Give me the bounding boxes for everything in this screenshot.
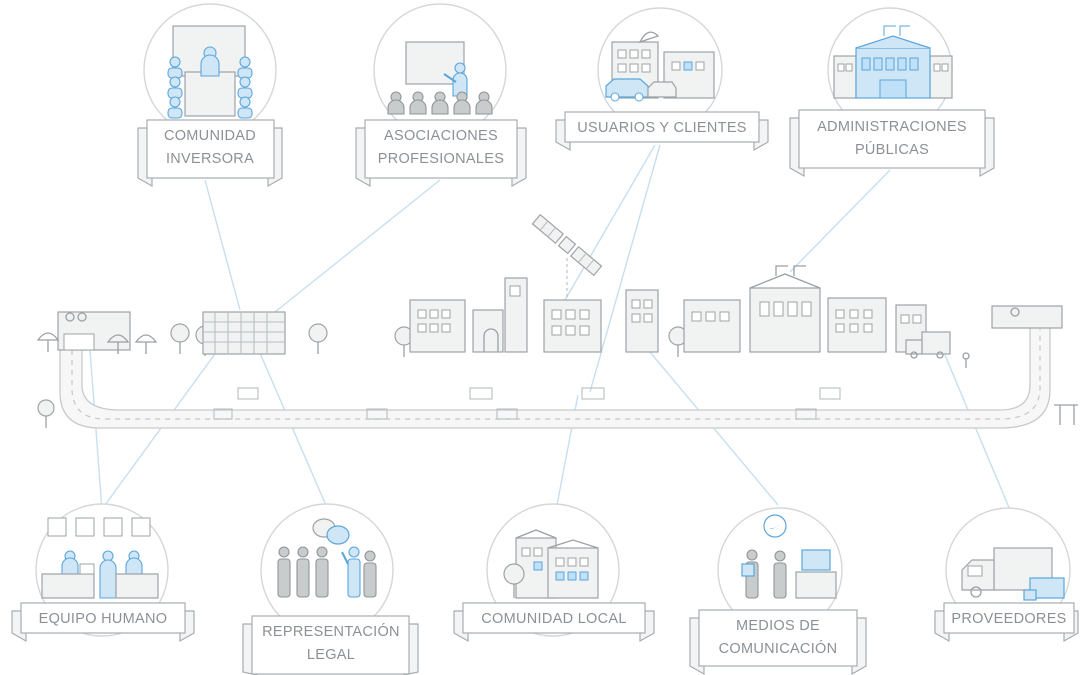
- stakeholder-usuarios-y-clientes: USUARIOS Y CLIENTES: [555, 7, 769, 152]
- stakeholder-comunidad-inversora: COMUNIDAD INVERSORA: [137, 3, 283, 188]
- label-line-1: MEDIOS DE: [736, 618, 820, 634]
- stakeholder-administraciones-publicas: ADMINISTRACIONES PÚBLICAS: [789, 7, 995, 178]
- label-line-1: ASOCIACIONES: [384, 128, 498, 144]
- investor-meeting-icon: [167, 25, 253, 119]
- satellite-icon: [531, 213, 603, 277]
- group-speech-icon: [277, 518, 377, 598]
- label-asociaciones-profesionales: ASOCIACIONES PROFESIONALES: [355, 119, 527, 188]
- label-representacion-legal: REPRESENTACIÓN LEGAL: [242, 615, 419, 675]
- office-workers-icon: [41, 517, 159, 599]
- label-medios-de-comunicacion: MEDIOS DE COMUNICACIÓN: [689, 609, 867, 675]
- label-usuarios-y-clientes: USUARIOS Y CLIENTES: [555, 111, 769, 152]
- label-comunidad-local: COMUNIDAD LOCAL: [453, 602, 655, 643]
- delivery-truck-icon: [961, 547, 1065, 601]
- label-line-2: COMUNICACIÓN: [719, 640, 838, 657]
- label-line-1: EQUIPO HUMANO: [39, 611, 168, 627]
- label-administraciones-publicas: ADMINISTRACIONES PÚBLICAS: [789, 109, 995, 178]
- label-equipo-humano: EQUIPO HUMANO: [11, 602, 195, 643]
- presentation-audience-icon: [387, 41, 493, 115]
- label-line-1: REPRESENTACIÓN: [262, 623, 400, 640]
- label-line-2: LEGAL: [307, 647, 355, 663]
- label-line-1: USUARIOS Y CLIENTES: [577, 120, 747, 136]
- media-press-icon: [741, 514, 837, 599]
- stakeholder-medios-de-comunicacion: MEDIOS DE COMUNICACIÓN: [689, 507, 867, 675]
- label-line-1: PROVEEDORES: [951, 611, 1066, 627]
- stakeholder-representacion-legal: REPRESENTACIÓN LEGAL: [242, 503, 419, 675]
- label-line-1: COMUNIDAD: [164, 128, 256, 144]
- label-proveedores: PROVEEDORES: [934, 602, 1079, 643]
- stakeholder-proveedores: PROVEEDORES: [934, 507, 1079, 643]
- local-community-buildings-icon: [503, 529, 599, 599]
- label-line-2: PROFESIONALES: [378, 151, 504, 167]
- label-comunidad-inversora: COMUNIDAD INVERSORA: [137, 119, 283, 188]
- stakeholder-comunidad-local: COMUNIDAD LOCAL: [453, 503, 655, 643]
- label-line-1: COMUNIDAD LOCAL: [481, 611, 627, 627]
- city-buildings-car-icon: [605, 31, 715, 102]
- stakeholder-equipo-humano: EQUIPO HUMANO: [11, 503, 195, 643]
- label-line-1: ADMINISTRACIONES: [817, 119, 967, 135]
- label-line-2: INVERSORA: [166, 151, 254, 167]
- connector-lines: [89, 144, 1011, 511]
- government-building-icon: [833, 25, 953, 99]
- label-line-2: PÚBLICAS: [855, 141, 929, 158]
- stakeholder-asociaciones-profesionales: ASOCIACIONES PROFESIONALES: [355, 3, 527, 188]
- city-road: [36, 265, 1078, 429]
